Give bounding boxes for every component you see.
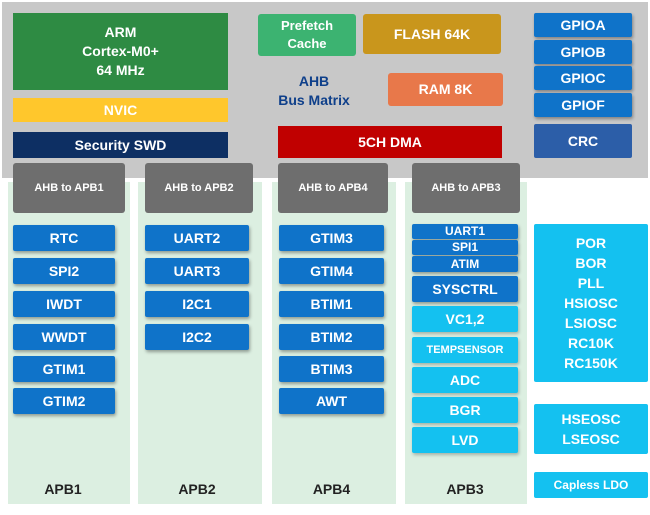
periph-gtim1: GTIM1: [13, 356, 115, 382]
external-oscillator-block: HSEOSC LSEOSC: [534, 404, 648, 454]
periph-gtim3: GTIM3: [279, 225, 384, 251]
nvic-block: NVIC: [13, 98, 228, 122]
periph-bgr: BGR: [412, 397, 518, 423]
flash-block: FLASH 64K: [363, 14, 501, 54]
internal-clock-power-block: POR BOR PLL HSIOSC LSIOSC RC10K RC150K: [534, 224, 648, 382]
periph-gtim4: GTIM4: [279, 258, 384, 284]
gpiob-block: GPIOB: [534, 40, 632, 64]
bridge-apb3: AHB to APB3: [412, 163, 520, 213]
apb2-label: APB2: [178, 481, 216, 497]
apb4-label: APB4: [312, 481, 351, 497]
cpu-block: ARM Cortex-M0+ 64 MHz: [13, 13, 228, 90]
periph-btim3: BTIM3: [279, 356, 384, 382]
periph-gtim2: GTIM2: [13, 388, 115, 414]
crc-block: CRC: [534, 124, 632, 158]
periph-awt: AWT: [279, 388, 384, 414]
bridge-apb4: AHB to APB4: [278, 163, 388, 213]
dma-block: 5CH DMA: [278, 126, 502, 158]
periph-spi2: SPI2: [13, 258, 115, 284]
prefetch-cache-block: Prefetch Cache: [258, 14, 356, 56]
periph-lvd: LVD: [412, 427, 518, 453]
ram-block: RAM 8K: [388, 73, 503, 106]
periph-uart1: UART1: [412, 224, 518, 239]
bridge-apb2: AHB to APB2: [145, 163, 253, 213]
periph-btim1: BTIM1: [279, 291, 384, 317]
gpioc-block: GPIOC: [534, 66, 632, 90]
periph-uart3: UART3: [145, 258, 249, 284]
bridge-apb1: AHB to APB1: [13, 163, 125, 213]
periph-btim2: BTIM2: [279, 324, 384, 350]
swd-block: Security SWD: [13, 132, 228, 158]
periph-spi1: SPI1: [412, 240, 518, 255]
periph-atim: ATIM: [412, 256, 518, 272]
periph-adc: ADC: [412, 367, 518, 393]
periph-wwdt: WWDT: [13, 324, 115, 350]
periph-sysctrl: SYSCTRL: [412, 276, 518, 302]
gpioa-block: GPIOA: [534, 13, 632, 37]
periph-rtc: RTC: [13, 225, 115, 251]
periph-vc: VC1,2: [412, 306, 518, 332]
periph-uart2: UART2: [145, 225, 249, 251]
capless-ldo-block: Capless LDO: [534, 472, 648, 498]
apb1-label: APB1: [44, 481, 82, 497]
ahb-bus-matrix-label: AHB Bus Matrix: [278, 73, 350, 108]
gpiof-block: GPIOF: [534, 93, 632, 117]
periph-tempsensor: TEMPSENSOR: [412, 337, 518, 363]
periph-iwdt: IWDT: [13, 291, 115, 317]
apb3-label: APB3: [446, 481, 484, 497]
periph-i2c1: I2C1: [145, 291, 249, 317]
periph-i2c2: I2C2: [145, 324, 249, 350]
